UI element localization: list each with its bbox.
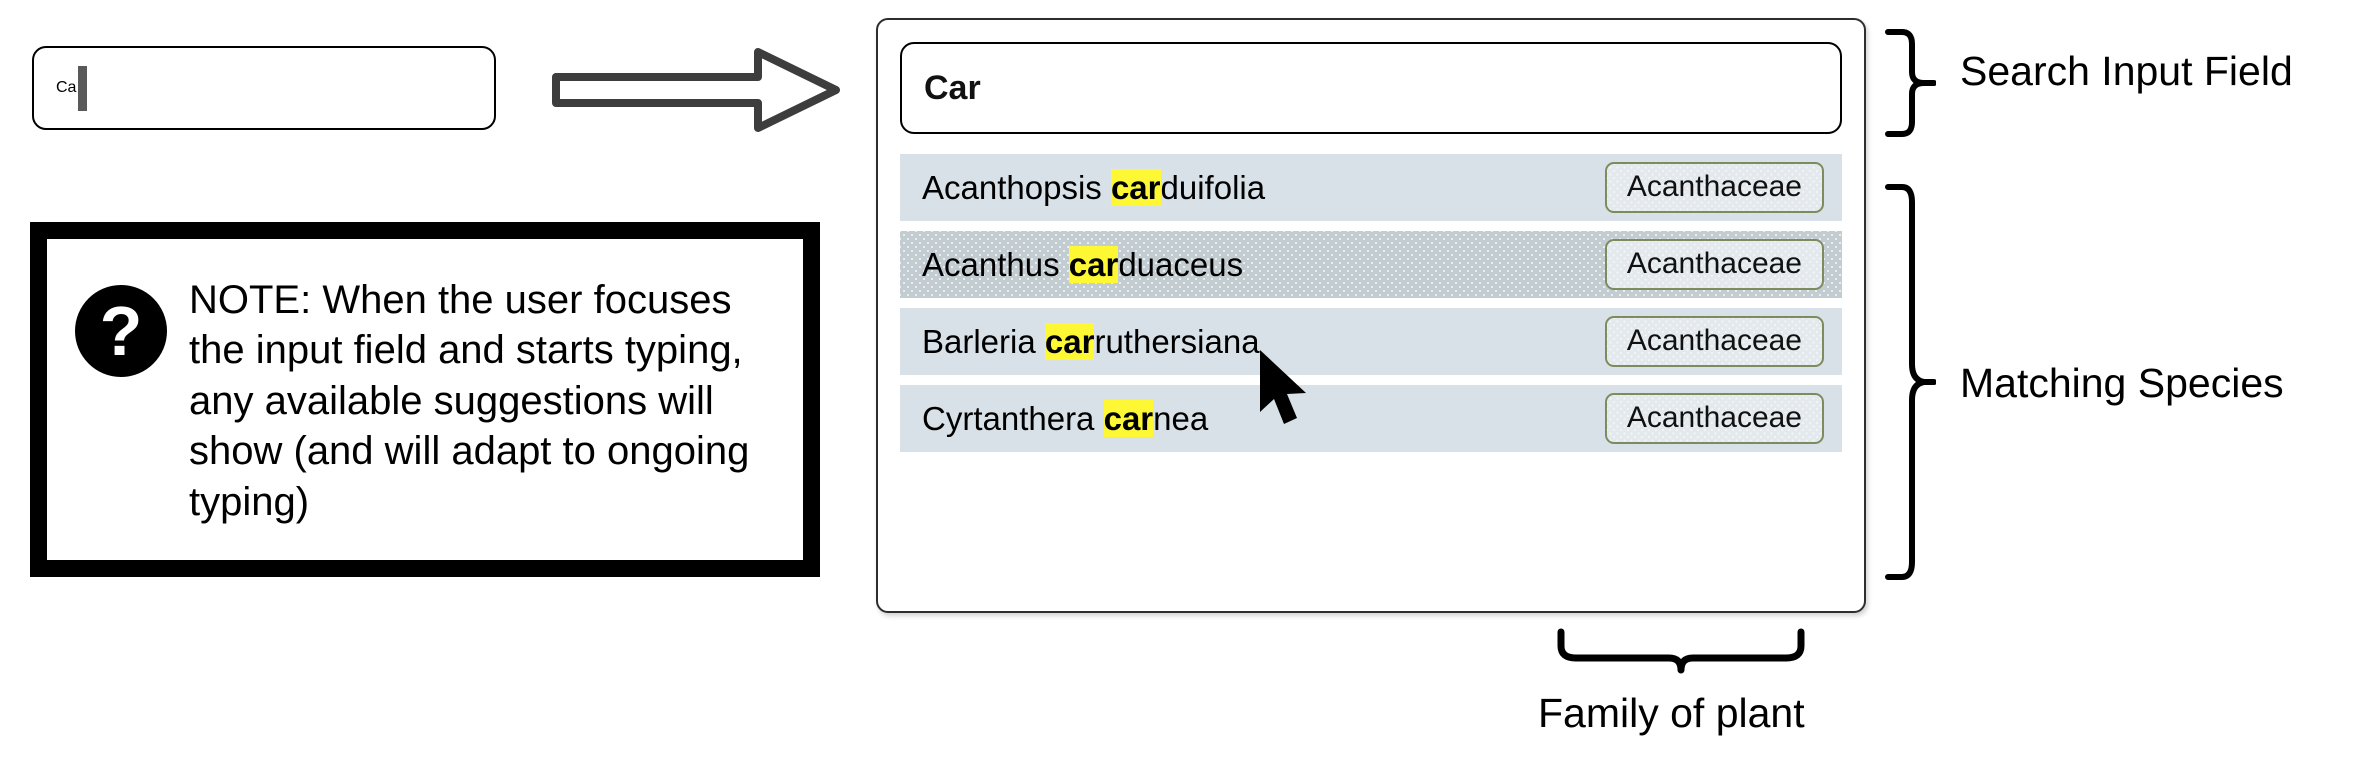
species-name: Acanthopsis carduifolia [922,168,1266,207]
suggestion-row[interactable]: Cyrtanthera carnea Acanthaceae [900,385,1842,452]
family-badge[interactable]: Acanthaceae [1604,316,1824,367]
species-name-match: car [1103,399,1154,437]
search-field-brace [1885,29,1936,137]
suggestion-row[interactable]: Acanthopsis carduifolia Acanthaceae [900,154,1842,221]
family-badge[interactable]: Acanthaceae [1604,162,1824,213]
matching-species-annotation-label: Matching Species [1960,360,2284,406]
species-name-suffix: ruthersiana [1094,322,1260,360]
species-name-match: car [1044,322,1095,360]
species-name-suffix: duaceus [1118,245,1244,283]
note-callout: ? NOTE: When the user focuses the input … [30,222,820,577]
species-name: Acanthus carduaceus [922,245,1244,284]
family-of-plant-brace [1557,628,1805,674]
search-field-annotation-label: Search Input Field [1960,48,2293,94]
matching-species-brace [1885,184,1936,580]
species-name-match: car [1110,168,1161,206]
species-name-match: car [1068,245,1119,283]
suggestion-row[interactable]: Acanthus carduaceus Acanthaceae [900,231,1842,298]
suggestion-list: Acanthopsis carduifolia Acanthaceae Acan… [900,154,1842,452]
question-mark-icon: ? [75,285,167,377]
family-of-plant-annotation-label: Family of plant [1538,690,1805,736]
right-arrow-icon [552,48,840,132]
search-input-value: Car [924,69,981,107]
typing-demo-input[interactable]: Ca [32,46,496,130]
text-caret [78,65,88,111]
typing-demo-input-value: Ca [56,79,77,96]
species-name-prefix: Cyrtanthera [922,399,1104,437]
species-name-prefix: Barleria [922,322,1045,360]
search-input[interactable]: Car [900,42,1842,134]
species-name-suffix: nea [1153,399,1209,437]
species-name: Barleria carruthersiana [922,322,1260,361]
species-name-prefix: Acanthus [922,245,1069,283]
family-badge[interactable]: Acanthaceae [1604,393,1824,444]
autocomplete-widget: Car Acanthopsis carduifolia Acanthaceae … [876,18,1866,613]
species-name-prefix: Acanthopsis [922,168,1111,206]
species-name-suffix: duifolia [1160,168,1266,206]
suggestion-row[interactable]: Barleria carruthersiana Acanthaceae [900,308,1842,375]
species-name: Cyrtanthera carnea [922,399,1209,438]
note-text: NOTE: When the user focuses the input fi… [189,278,750,524]
family-badge[interactable]: Acanthaceae [1604,239,1824,290]
